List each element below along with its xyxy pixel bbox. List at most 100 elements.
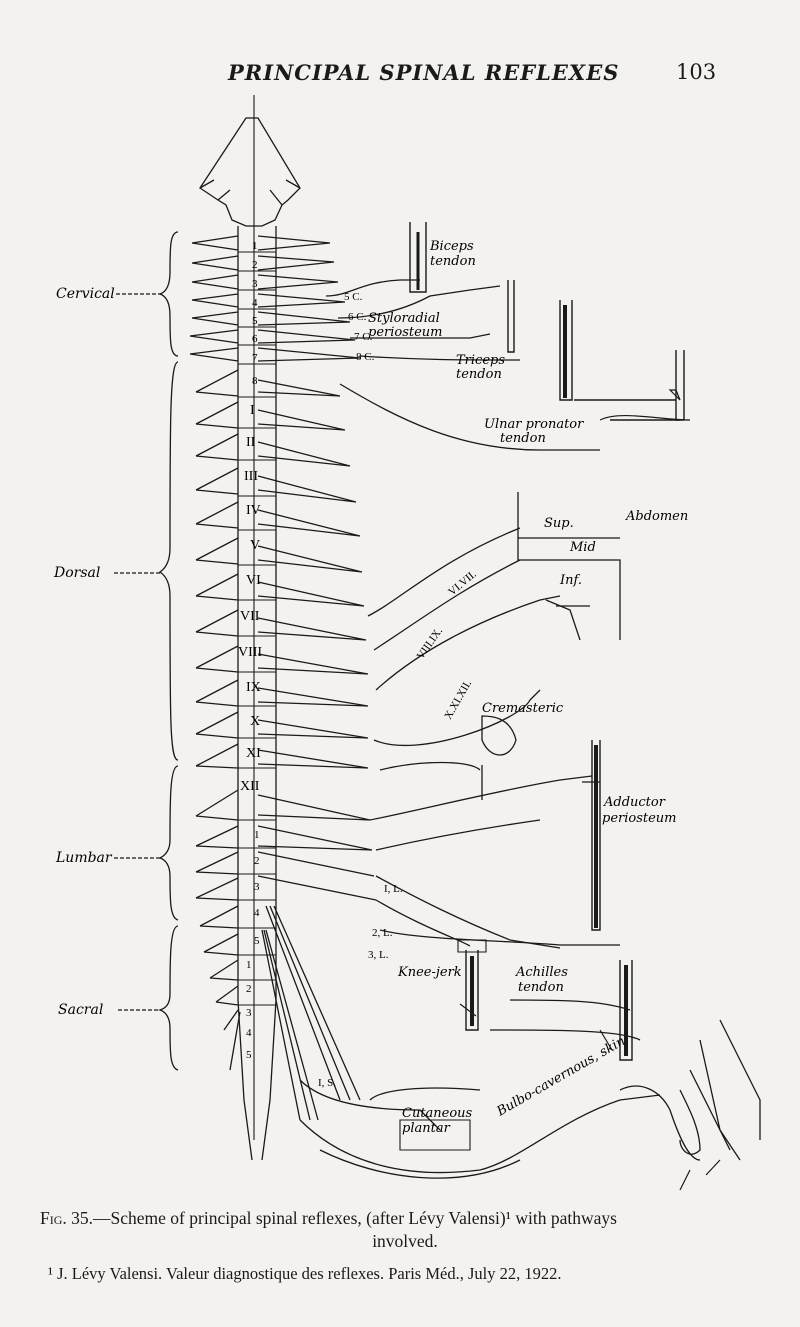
svg-text:5: 5 [252, 315, 258, 327]
svg-text:XI: XI [246, 746, 261, 761]
label-ulnar: Ulnar pronator [484, 417, 584, 432]
cremasteric-organ [481, 715, 517, 756]
label-styloradial: Styloradial [368, 311, 440, 326]
svg-text:2: 2 [246, 983, 252, 995]
svg-text:6: 6 [252, 333, 258, 345]
figure-number: Fig. 35. [40, 1208, 94, 1228]
svg-text:VII: VII [240, 609, 260, 624]
page-number: 103 [676, 60, 717, 84]
caption-text-2: involved. [372, 1231, 438, 1251]
svg-text:III: III [244, 469, 258, 484]
svg-text:4: 4 [246, 1027, 252, 1039]
svg-text:VIII: VIII [238, 645, 262, 660]
segment-dividers [238, 251, 276, 1006]
label-abdomen-sup: Sup. [544, 516, 574, 531]
svg-text:II: II [246, 435, 256, 450]
svg-text:3: 3 [252, 278, 258, 290]
plantar-arc [299, 1079, 441, 1131]
label-abdomen-mid: Mid [569, 540, 596, 555]
left-root-fans [195, 369, 241, 1071]
ulnar-arc [339, 383, 600, 451]
svg-text:3: 3 [246, 1007, 252, 1019]
triceps-muscle [507, 280, 515, 353]
svg-text:V: V [250, 538, 260, 553]
svg-text:5: 5 [254, 935, 260, 947]
cervical-segment-numbers: 1 2 3 4 5 6 7 8 [252, 240, 258, 387]
svg-text:1: 1 [252, 240, 258, 252]
svg-text:tendon: tendon [500, 431, 546, 446]
root-label-c5: 5 C. [344, 291, 363, 303]
svg-text:periosteum: periosteum [602, 811, 677, 826]
svg-text:periosteum: periosteum [368, 325, 443, 340]
label-adductor: Adductor [603, 795, 666, 810]
footnote: ¹ J. Lévy Valensi. Valeur diagnostique d… [48, 1264, 778, 1284]
styloradial-arc [337, 285, 501, 319]
dorsal-bracket [158, 361, 179, 761]
label-abdomen-inf: Inf. [559, 573, 582, 588]
footnote-text: J. Lévy Valensi. Valeur diagnostique des… [52, 1264, 562, 1283]
running-title: PRINCIPAL SPINAL REFLEXES [228, 60, 620, 85]
root-label-s1: I, S. [318, 1077, 336, 1089]
biceps-muscle [409, 222, 427, 293]
label-cutaneous-plantar: Cutaneous [402, 1106, 473, 1121]
label-abdomen: Abdomen [625, 509, 688, 524]
root-label-l1: I, L. [384, 883, 403, 895]
svg-text:I: I [250, 403, 255, 418]
adductor-arc [369, 775, 593, 821]
label-bulbo-cavernous: Bulbo-cavernous, skin [494, 1034, 628, 1120]
figure-caption: Fig. 35.—Scheme of principal spinal refl… [40, 1207, 770, 1253]
lumbar-bracket [158, 765, 179, 921]
label-knee-jerk: Knee-jerk [397, 965, 462, 980]
triceps-arc [359, 355, 521, 361]
right-root-fans [257, 379, 377, 1121]
root-label-dorsal-sup: VI.VII. [446, 568, 479, 598]
knee-jerk-arc [375, 899, 471, 947]
root-label-c6: 6 C. [348, 311, 367, 323]
achilles-arc [379, 929, 620, 946]
caption-text: —Scheme of principal spinal reflexes, (a… [93, 1208, 617, 1228]
svg-text:4: 4 [254, 907, 260, 919]
root-label-l2: 2, L. [372, 927, 393, 939]
svg-text:tendon: tendon [456, 367, 502, 382]
label-sacral: Sacral [58, 1002, 103, 1018]
svg-text:2: 2 [252, 259, 258, 271]
svg-text:3: 3 [254, 881, 260, 893]
svg-text:8: 8 [252, 375, 258, 387]
label-triceps: Triceps [456, 353, 505, 368]
cord-right-edge [261, 226, 277, 1161]
footnote-mark: ¹ [48, 1264, 53, 1283]
root-label-dorsal-inf: X.XI.XII. [442, 678, 474, 722]
svg-text:plantar: plantar [402, 1121, 451, 1136]
root-label-c8: 8 C. [356, 351, 375, 363]
svg-text:2: 2 [254, 855, 260, 867]
abdomen-box [517, 492, 621, 640]
svg-text:VI: VI [246, 573, 261, 588]
label-lumbar: Lumbar [55, 850, 113, 866]
label-achilles: Achilles [515, 965, 568, 980]
dorsal-segment-numbers: I II III IV V VI VII VIII IX X XI XII [238, 403, 262, 794]
svg-text:IV: IV [246, 503, 261, 518]
biceps-arc [325, 279, 420, 297]
svg-text:IX: IX [246, 680, 261, 695]
root-label-l3: 3, L. [368, 949, 389, 961]
svg-text:1: 1 [254, 829, 260, 841]
root-label-c7: 7 C. [354, 331, 373, 343]
label-dorsal: Dorsal [53, 565, 100, 581]
svg-text:tendon: tendon [518, 980, 564, 995]
medulla-outline [199, 117, 301, 227]
svg-text:XII: XII [240, 779, 260, 794]
svg-text:1: 1 [246, 959, 252, 971]
label-cremasteric: Cremasteric [482, 701, 564, 716]
svg-text:5: 5 [246, 1049, 252, 1061]
svg-text:tendon: tendon [430, 254, 476, 269]
bulbo-cavernous-arc [299, 1094, 661, 1174]
svg-text:X: X [250, 714, 260, 729]
cervical-bracket [157, 231, 179, 357]
cervical-roots [189, 235, 361, 362]
sacral-segment-numbers: 1 2 3 4 5 [246, 959, 252, 1061]
svg-text:7: 7 [252, 352, 258, 364]
svg-text:4: 4 [252, 297, 258, 309]
label-biceps: Biceps [429, 239, 474, 254]
page-header: PRINCIPAL SPINAL REFLEXES 103 [0, 60, 800, 90]
